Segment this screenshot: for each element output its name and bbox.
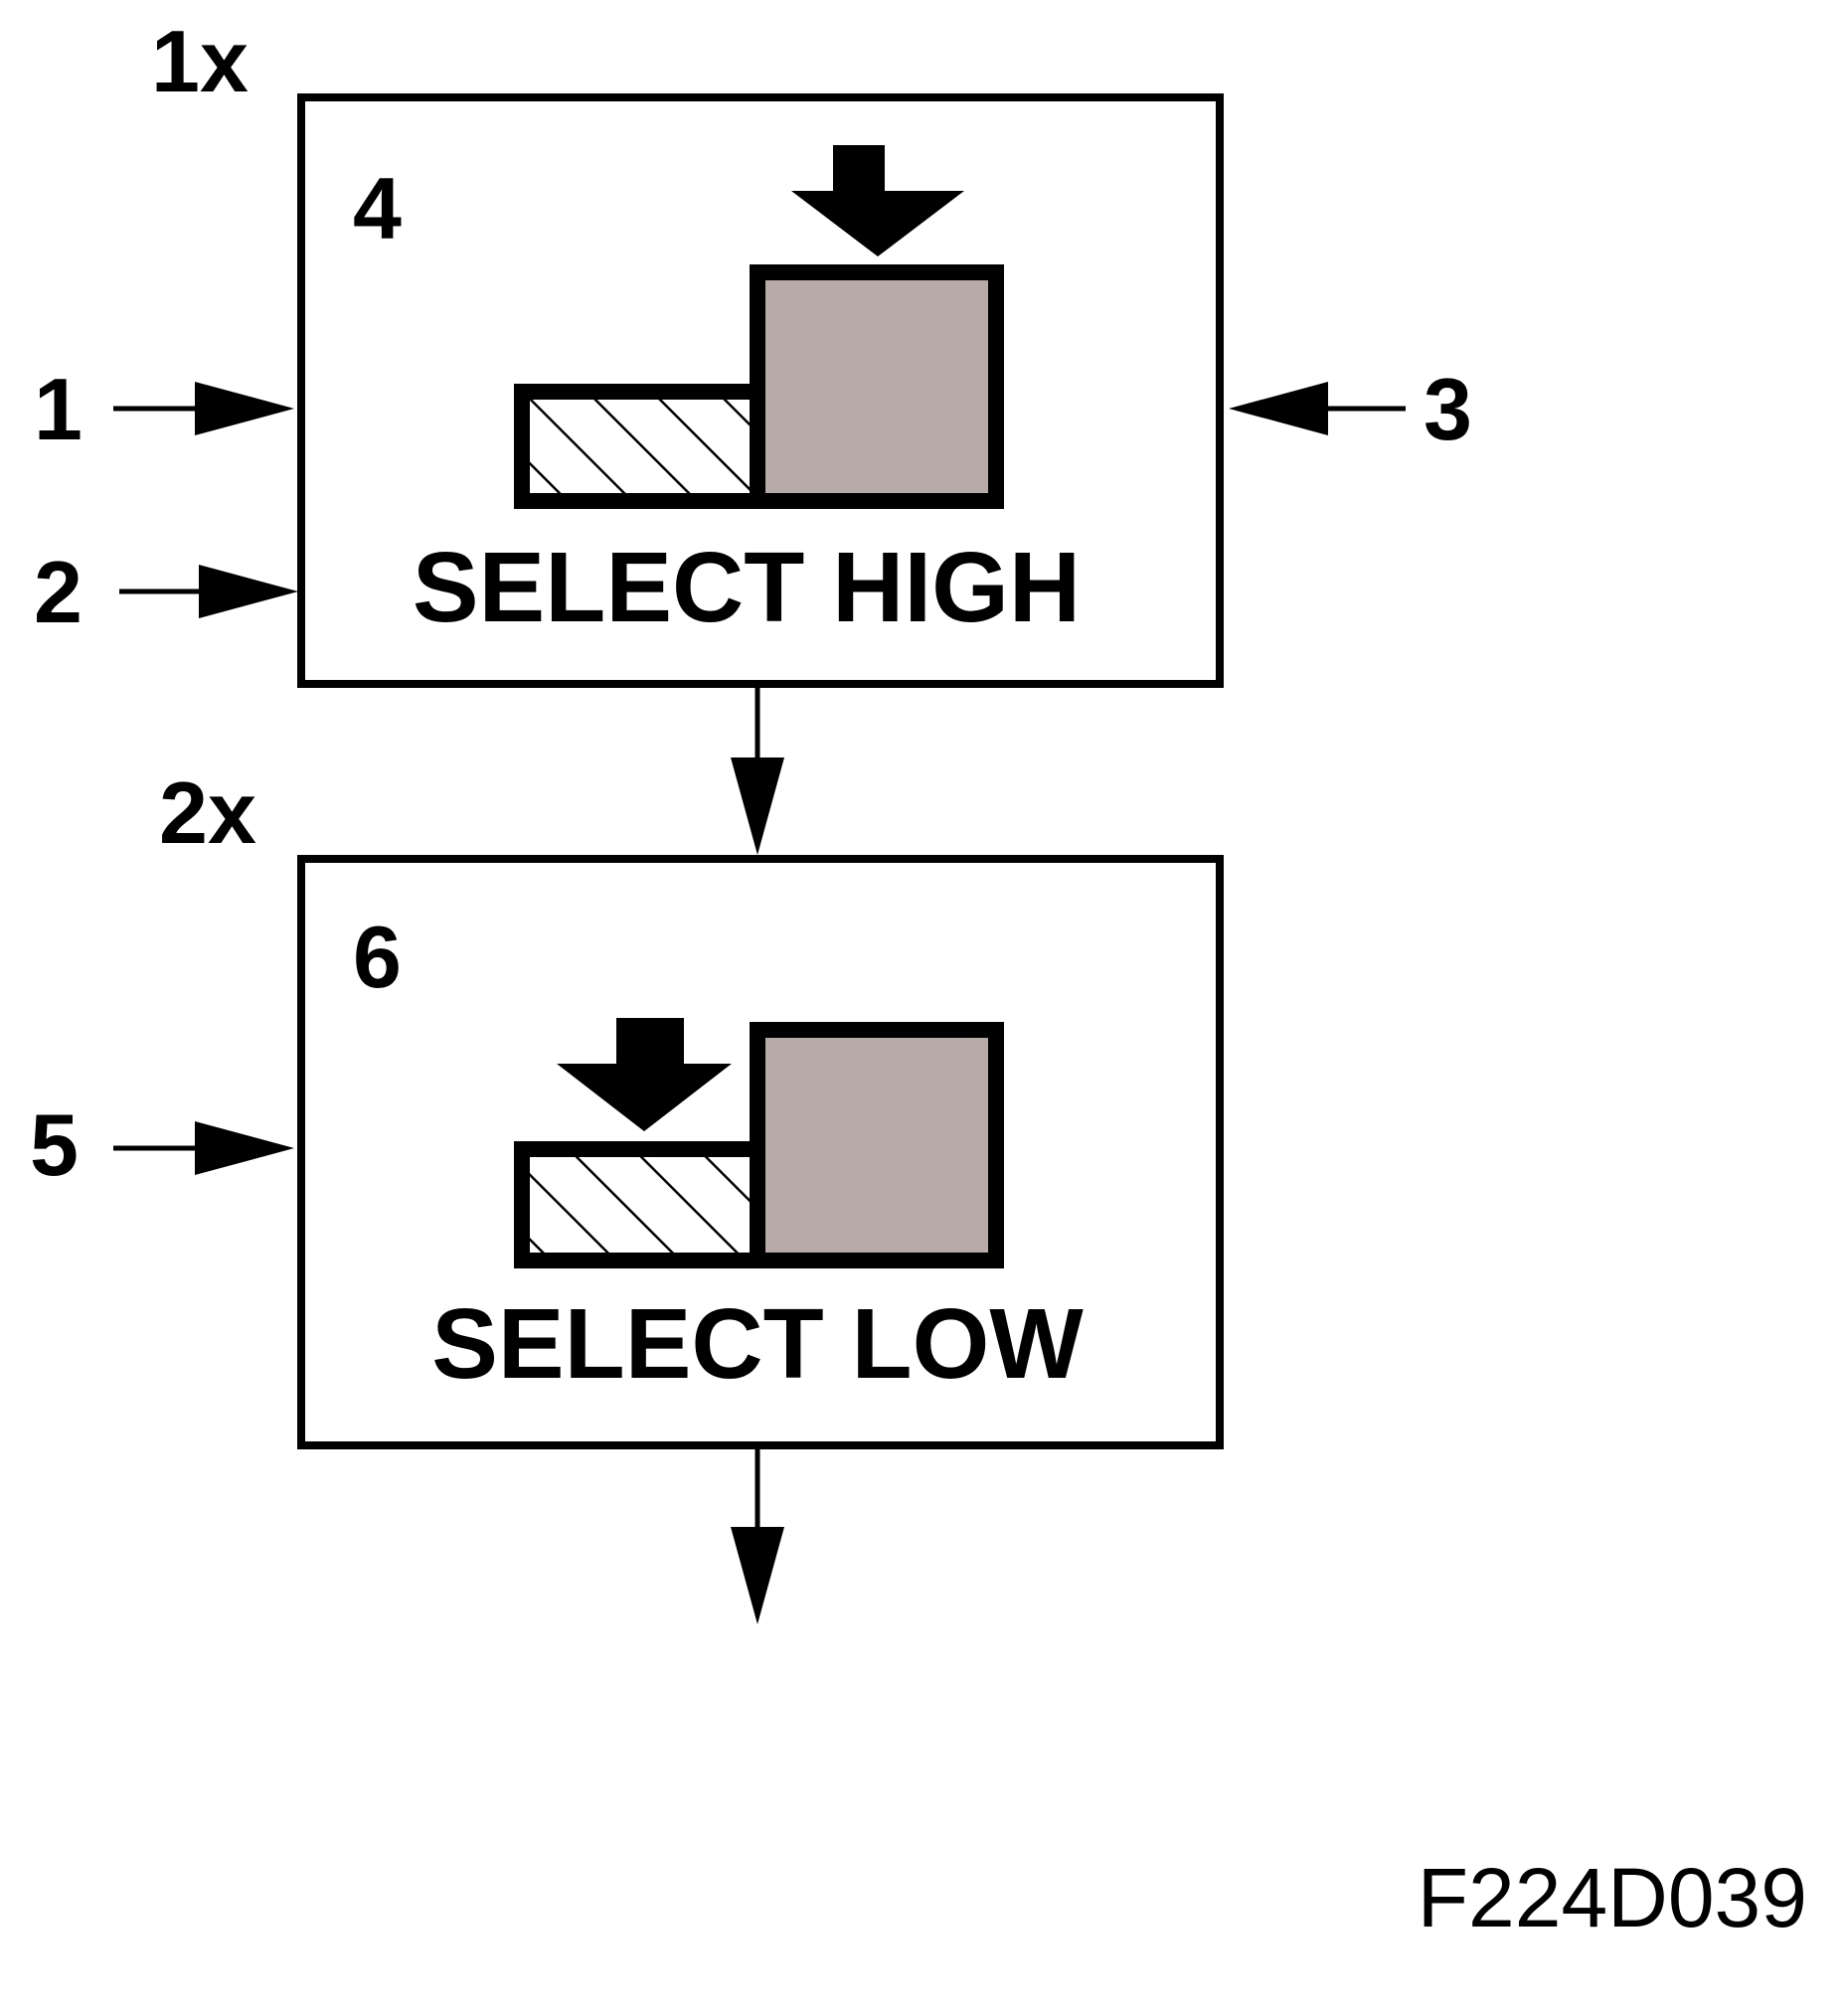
input-arrow-1 xyxy=(113,382,294,435)
select-high-caption: SELECT HIGH xyxy=(413,532,1081,643)
multiplier-label-1x: 1x xyxy=(151,12,249,110)
input-arrow-2 xyxy=(119,565,298,618)
output-arrow xyxy=(731,1449,784,1624)
down-arrow-icon xyxy=(791,145,964,256)
input-label-2: 2 xyxy=(34,543,83,641)
input-arrow-5 xyxy=(113,1121,294,1175)
low-value-bar xyxy=(514,1141,765,1268)
down-arrow-icon xyxy=(557,1018,732,1131)
high-value-bar xyxy=(750,264,1004,509)
input-arrow-3 xyxy=(1229,382,1406,435)
multiplier-label-2x: 2x xyxy=(159,763,256,862)
block-number-4: 4 xyxy=(353,159,402,257)
figure-code: F224D039 xyxy=(1418,1851,1807,1944)
low-value-bar xyxy=(514,384,765,509)
block-number-6: 6 xyxy=(353,908,402,1006)
high-value-bar xyxy=(750,1022,1004,1268)
select-low-caption: SELECT LOW xyxy=(431,1288,1084,1400)
input-label-1: 1 xyxy=(34,360,83,458)
input-label-5: 5 xyxy=(30,1095,79,1194)
input-label-3: 3 xyxy=(1424,360,1472,458)
connector-arrow-high-to-low xyxy=(731,688,784,855)
